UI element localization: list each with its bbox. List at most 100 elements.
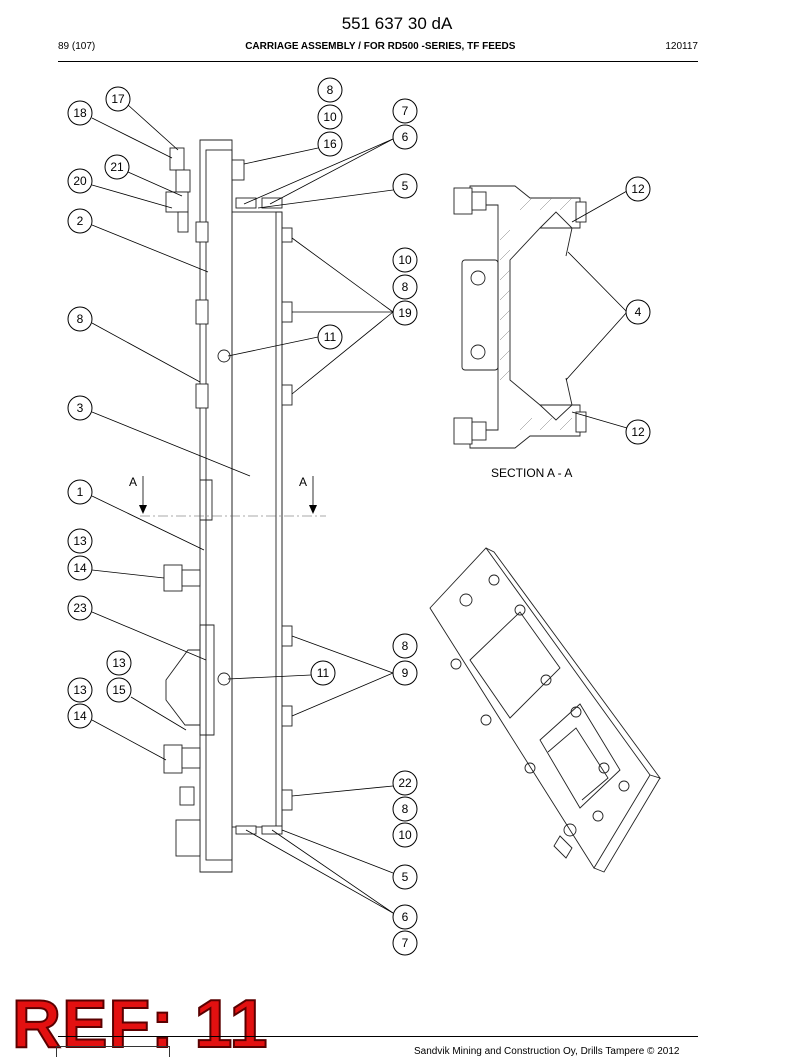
callout-8: 8 [392, 274, 418, 300]
callout-13: 13 [67, 677, 93, 703]
callout-10: 10 [392, 822, 418, 848]
footer-copyright: Sandvik Mining and Construction Oy, Dril… [414, 1046, 680, 1057]
date-code: 120117 [665, 41, 698, 52]
callout-21: 21 [104, 154, 130, 180]
callout-number: 5 [402, 179, 409, 193]
callout-circle [392, 300, 418, 326]
callout-circle [392, 124, 418, 150]
callout-7: 7 [392, 98, 418, 124]
section-label: SECTION A - A [491, 466, 572, 480]
callout-circle [392, 864, 418, 890]
callout-circle [392, 173, 418, 199]
callout-number: 8 [402, 639, 409, 653]
callout-circle [67, 395, 93, 421]
callout-circle [392, 904, 418, 930]
callout-number: 4 [635, 305, 642, 319]
callout-number: 3 [77, 401, 84, 415]
callout-number: 16 [323, 137, 337, 151]
callout-circle [392, 274, 418, 300]
callout-7: 7 [392, 930, 418, 956]
callout-circle [392, 930, 418, 956]
callout-number: 8 [327, 83, 334, 97]
callout-number: 7 [402, 104, 409, 118]
callout-circle [392, 822, 418, 848]
callout-circle [317, 104, 343, 130]
callout-circle [67, 168, 93, 194]
callout-6: 6 [392, 904, 418, 930]
callout-8: 8 [392, 633, 418, 659]
leader-lines [91, 104, 628, 914]
callout-5: 5 [392, 864, 418, 890]
callout-14: 14 [67, 555, 93, 581]
callout-circle [317, 324, 343, 350]
callout-circle [105, 86, 131, 112]
document-number: 551 637 30 dA [341, 14, 453, 33]
sandvik-logo [56, 1046, 170, 1057]
callout-number: 17 [111, 92, 125, 106]
callout-number: 1 [77, 485, 84, 499]
callout-circle [317, 131, 343, 157]
callout-circle [392, 247, 418, 273]
callout-circle [625, 419, 651, 445]
callout-circle [392, 796, 418, 822]
callout-13: 13 [67, 528, 93, 554]
callout-6: 6 [392, 124, 418, 150]
callout-number: 7 [402, 936, 409, 950]
callout-number: 21 [110, 160, 124, 174]
callout-15: 15 [106, 677, 132, 703]
callout-circle [625, 299, 651, 325]
callout-number: 22 [398, 776, 412, 790]
callout-circle [392, 633, 418, 659]
callout-circle [392, 660, 418, 686]
callout-number: 12 [631, 425, 645, 439]
callout-13: 13 [106, 650, 132, 676]
callout-number: 11 [324, 330, 337, 344]
callout-5: 5 [392, 173, 418, 199]
callout-circle [67, 479, 93, 505]
callout-number: 2 [77, 214, 84, 228]
callout-number: 6 [402, 910, 409, 924]
callout-10: 10 [392, 247, 418, 273]
callout-number: 8 [402, 802, 409, 816]
callout-14: 14 [67, 703, 93, 729]
callout-23: 23 [67, 595, 93, 621]
callout-8: 8 [392, 796, 418, 822]
carriage-side-view: A A [129, 139, 326, 873]
callout-number: 18 [73, 106, 87, 120]
callout-11: 11 [317, 324, 343, 350]
callout-number: 20 [73, 174, 87, 188]
section-a-a-view: SECTION A - A [453, 185, 587, 480]
callout-number: 6 [402, 130, 409, 144]
callout-number: 9 [402, 666, 409, 680]
callout-number: 14 [73, 561, 87, 575]
callout-circle [106, 677, 132, 703]
callout-3: 3 [67, 395, 93, 421]
callout-circle [392, 770, 418, 796]
ref-stamp: REF: 11 [11, 985, 269, 1063]
callout-number: 15 [112, 683, 126, 697]
callout-circle [67, 703, 93, 729]
callout-circle [392, 98, 418, 124]
callout-number: 13 [73, 683, 87, 697]
callout-circle [67, 555, 93, 581]
callout-circle [67, 208, 93, 234]
callout-circle [106, 650, 132, 676]
callout-circle [310, 660, 336, 686]
callout-circle [67, 528, 93, 554]
callout-8: 8 [317, 77, 343, 103]
callout-16: 16 [317, 131, 343, 157]
callout-10: 10 [317, 104, 343, 130]
callout-number: 10 [398, 828, 412, 842]
callout-circle [67, 677, 93, 703]
callout-2: 2 [67, 208, 93, 234]
callout-number: 19 [398, 306, 412, 320]
callout-12: 12 [625, 176, 651, 202]
isometric-view [429, 547, 662, 873]
callout-9: 9 [392, 660, 418, 686]
callout-number: 11 [317, 666, 330, 680]
page-title: CARRIAGE ASSEMBLY / FOR RD500 -SERIES, T… [245, 41, 516, 52]
callout-19: 19 [392, 300, 418, 326]
callout-12: 12 [625, 419, 651, 445]
